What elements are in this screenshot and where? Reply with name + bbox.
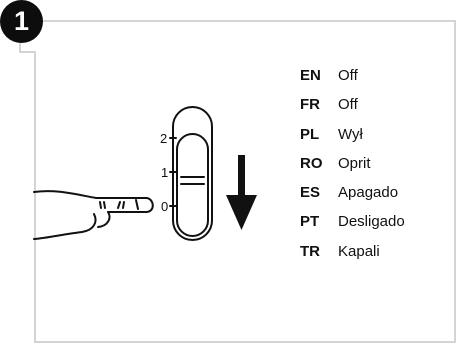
switch-position-0: 0 xyxy=(161,199,168,214)
language-code: TR xyxy=(300,242,320,260)
switch-illustration: 2 1 0 xyxy=(33,106,257,241)
step-number-badge: 1 xyxy=(0,0,43,43)
pointing-hand-icon xyxy=(33,190,154,240)
language-code: RO xyxy=(300,154,323,172)
language-code: FR xyxy=(300,96,320,114)
translated-word: Off xyxy=(338,67,358,84)
translation-row-en: EN Off xyxy=(300,61,450,90)
translation-list: EN Off FR Off PL Wył RO Oprit ES Apagado… xyxy=(300,61,450,266)
translation-row-pt: PT Desligado xyxy=(300,207,450,236)
translation-row-tr: TR Kapali xyxy=(300,237,450,266)
language-code: PL xyxy=(300,125,320,143)
language-code: EN xyxy=(300,67,321,84)
translation-row-ro: RO Oprit xyxy=(300,149,450,178)
language-code: ES xyxy=(300,184,321,202)
translated-word: Oprit xyxy=(338,154,371,172)
arrow-down-icon xyxy=(226,155,257,230)
language-code: PT xyxy=(300,213,320,231)
translated-word: Kapali xyxy=(338,242,380,260)
slide-switch-icon xyxy=(169,106,213,241)
translated-word: Apagado xyxy=(338,184,399,202)
translation-row-fr: FR Off xyxy=(300,90,450,119)
switch-position-1: 1 xyxy=(161,165,168,180)
translated-word: Off xyxy=(338,96,358,114)
translation-row-es: ES Apagado xyxy=(300,178,450,207)
switch-position-2: 2 xyxy=(160,131,167,146)
translated-word: Wył xyxy=(338,125,363,143)
translation-row-pl: PL Wył xyxy=(300,120,450,149)
translated-word: Desligado xyxy=(338,213,405,231)
